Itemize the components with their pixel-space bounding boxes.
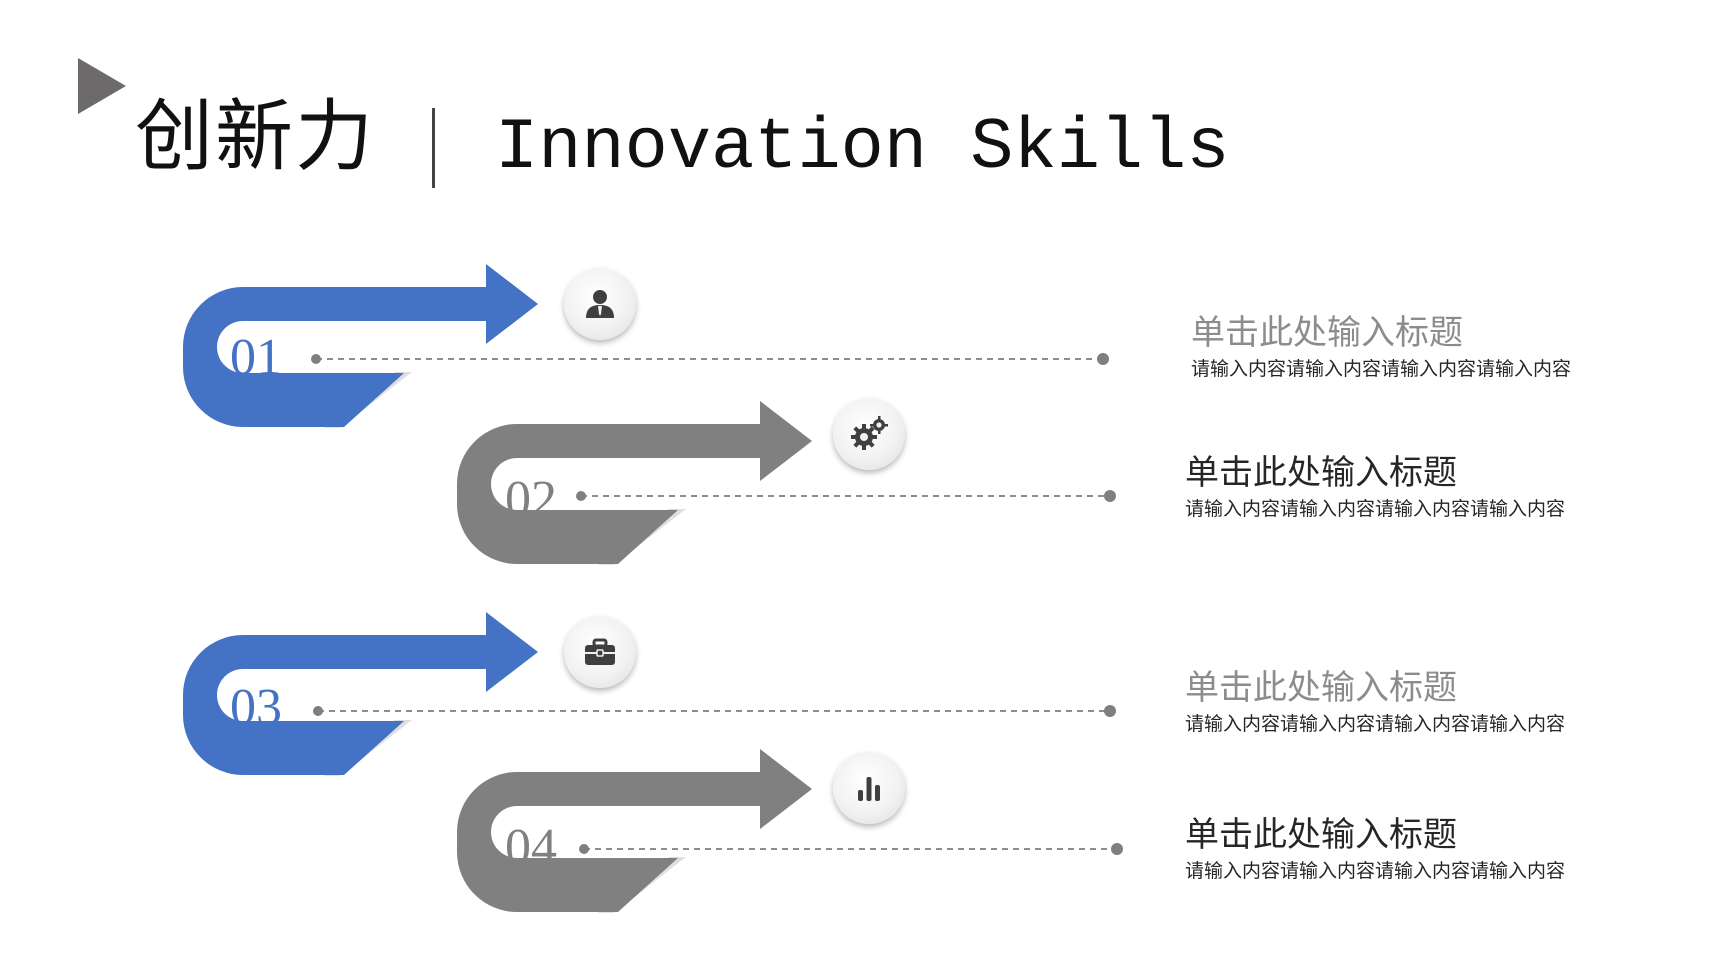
arrow-02 [457,401,812,565]
connector-01 [311,353,1109,365]
connector-04 [579,843,1123,855]
person-icon [586,290,614,318]
step-text-03: 单击此处输入标题 请输入内容请输入内容请输入内容请输入内容 [1185,668,1645,736]
page-title-en: Innovation Skills [495,107,1230,189]
gears-icon [851,416,888,450]
arrow-01 [183,264,538,428]
step-title-02[interactable]: 单击此处输入标题 [1185,453,1457,493]
icon-badge-01 [564,268,636,340]
step-number-04: 04 [505,819,557,876]
step-title-04[interactable]: 单击此处输入标题 [1185,815,1457,855]
icon-badge-03 [564,616,636,688]
title-separator [432,108,435,188]
page-title-cn: 创新力 [135,92,376,182]
connector-03 [313,705,1116,717]
step-body-01[interactable]: 请输入内容请输入内容请输入内容请输入内容 [1191,358,1572,381]
connector-02 [576,490,1116,502]
icon-badge-04 [833,752,905,824]
arrow-03 [183,612,538,776]
step-number-03: 03 [230,679,282,736]
step-body-03[interactable]: 请输入内容请输入内容请输入内容请输入内容 [1185,713,1566,736]
step-title-03[interactable]: 单击此处输入标题 [1185,668,1457,708]
step-number-01: 01 [230,329,282,386]
step-body-02[interactable]: 请输入内容请输入内容请输入内容请输入内容 [1185,498,1566,521]
bar-chart-icon [858,777,880,801]
step-text-04: 单击此处输入标题 请输入内容请输入内容请输入内容请输入内容 [1185,815,1645,883]
step-text-01: 单击此处输入标题 请输入内容请输入内容请输入内容请输入内容 [1191,313,1651,381]
arrow-04 [457,749,812,913]
briefcase-icon [585,638,615,665]
step-title-01[interactable]: 单击此处输入标题 [1191,313,1463,353]
step-number-02: 02 [505,471,557,528]
icon-badge-02 [833,398,905,470]
corner-triangle-marker [78,58,126,114]
step-text-02: 单击此处输入标题 请输入内容请输入内容请输入内容请输入内容 [1185,453,1645,521]
step-body-04[interactable]: 请输入内容请输入内容请输入内容请输入内容 [1185,860,1566,883]
